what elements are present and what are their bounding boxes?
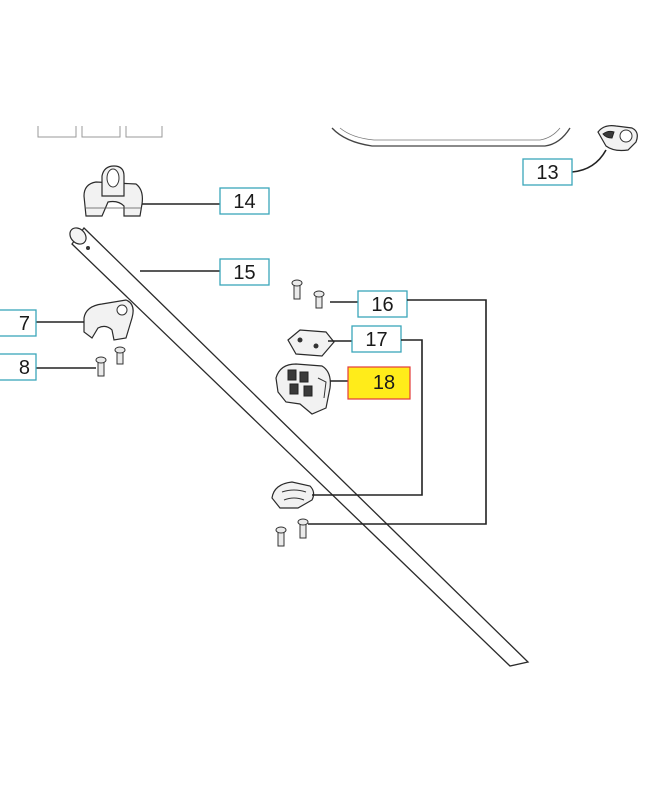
part-17-lower-piece [271, 481, 315, 509]
label-7-text: 7 [19, 313, 30, 335]
connector-16 [308, 299, 487, 525]
label-16-text: 16 [371, 294, 393, 316]
connector-17 [312, 339, 423, 496]
part-13-knob [597, 125, 638, 152]
leader-13 [571, 149, 607, 173]
label-17-text: 17 [365, 329, 387, 351]
handle-outline-top [331, 127, 571, 147]
part-16-screws [291, 279, 325, 309]
label-18: 18 [347, 366, 411, 400]
label-15-text: 15 [233, 262, 255, 284]
label-8: 8 [0, 353, 37, 381]
label-14-text: 14 [233, 191, 255, 213]
label-8-text: 8 [19, 357, 30, 379]
part-17-plate [287, 329, 335, 357]
part-8-bolts [95, 346, 126, 377]
label-16: 16 [357, 290, 408, 318]
label-13: 13 [522, 158, 573, 186]
label-7: 7 [0, 309, 37, 337]
part-15-shaft [69, 227, 530, 667]
part-14-clamp [83, 165, 143, 217]
label-17: 17 [351, 325, 402, 353]
label-15: 15 [219, 258, 270, 286]
label-13-text: 13 [536, 162, 558, 184]
cropped-label-boxes-top [37, 126, 163, 138]
label-14: 14 [219, 187, 270, 215]
part-18-switch-block [275, 363, 331, 415]
label-18-text: 18 [373, 372, 395, 394]
part-7-bracket [83, 299, 134, 341]
part-16-lower-screws [275, 518, 309, 547]
